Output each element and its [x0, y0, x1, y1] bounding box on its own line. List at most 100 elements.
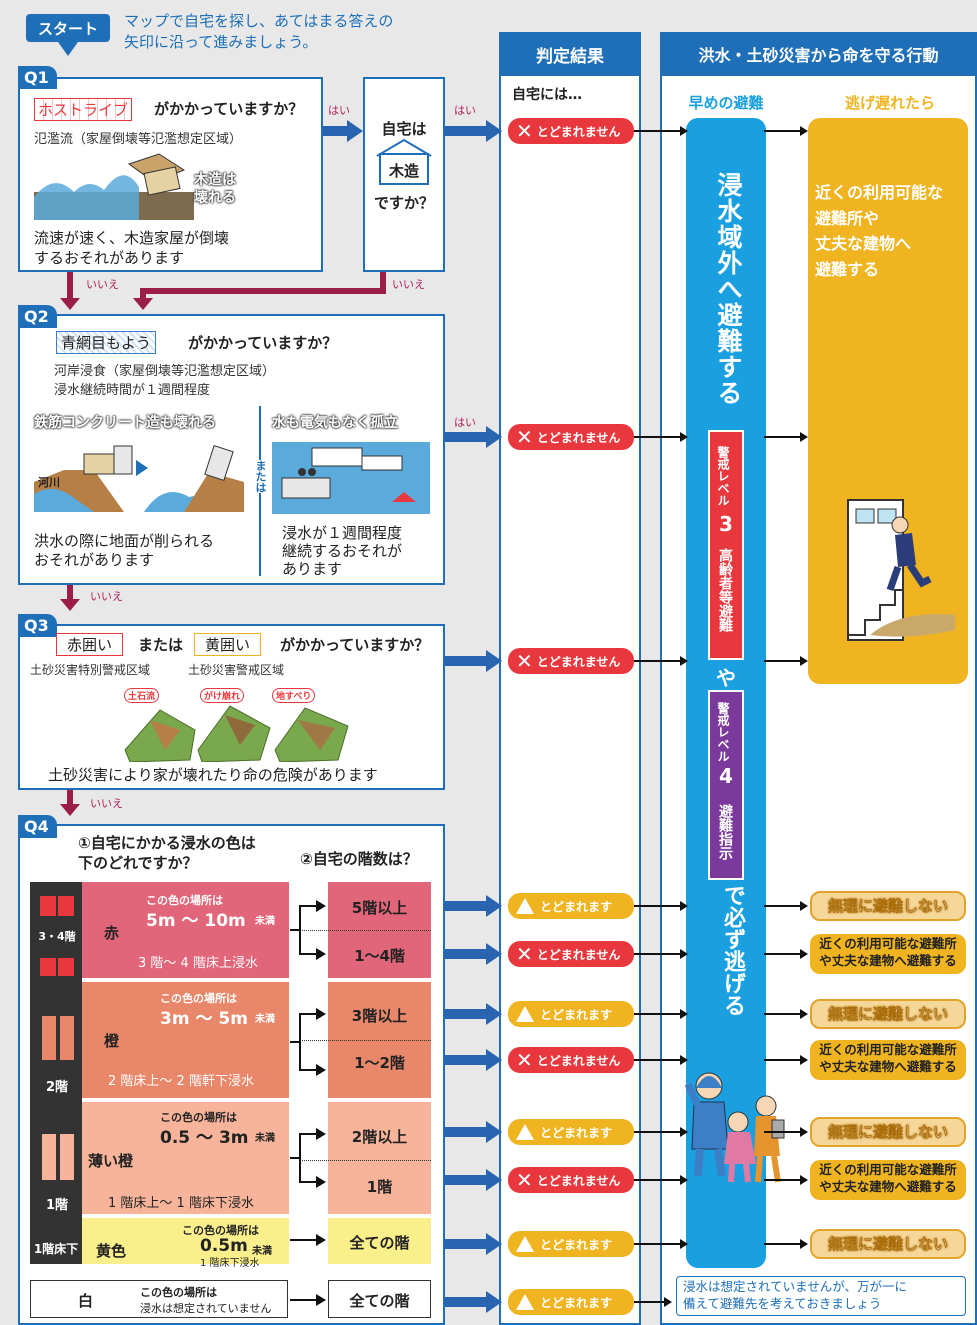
result-white-note: 浸水は想定されていませんが、万が一に 備えて避難先を考えておきましょう [676, 1276, 966, 1316]
q1-side-no-line-v2 [140, 288, 146, 300]
row-white-floor-box [328, 1280, 431, 1318]
q4-arrow-7-head [486, 1233, 502, 1255]
q1-no-arrow-head [60, 298, 80, 310]
row-light-opt2: 1階 [366, 1178, 393, 1196]
q1-side-no-line-h [140, 288, 386, 294]
q2-sub2: 浸水継続時間が１週間程度 [54, 383, 211, 398]
judge-header: 判定結果 [499, 32, 641, 76]
q1-desc: 流速が速く、木造家屋が倒壊 するおそれがあります [34, 229, 230, 268]
row-red-opt2: 1～4階 [354, 947, 405, 965]
row-orange-depth: 3m ～ 5m [160, 1009, 248, 1029]
row-red-note: 3 階～ 4 階床上浸水 [138, 956, 258, 971]
q2-or-label: または [252, 460, 268, 493]
verdict-yellow: とどまれます [508, 1231, 634, 1257]
verdict-text: とどまれます [540, 1007, 613, 1022]
erosion-illustration [34, 445, 244, 512]
q4-arrow-1 [445, 901, 487, 911]
q1-side-no-arrow-head [133, 298, 153, 310]
verdict-text: とどまれません [536, 947, 621, 962]
x-mark-icon: ✕ [516, 1048, 533, 1072]
q2-sub1: 河岸浸食（家屋倒壊等氾濫想定区域） [54, 364, 276, 379]
q1-side-no-label: いいえ [392, 278, 425, 291]
q2-label: Q2 [18, 305, 57, 328]
row-yellow-note: 1 階床下浸水 [200, 1258, 260, 1269]
q2-yes-label: はい [454, 416, 476, 429]
row-red-floors: 3・4階 [38, 930, 76, 943]
level3-label: 警戒レベル [716, 446, 730, 506]
row-white-note: 浸水は想定されていません [140, 1302, 272, 1315]
verdict-to-action-arrows [634, 126, 808, 1307]
q4-arrow-3-head [486, 1003, 502, 1025]
row-yellow-depth: 0.5m [200, 1236, 248, 1256]
building-silhouette [30, 882, 82, 1264]
q2-yes-arrow [445, 432, 487, 442]
row-red-window-4 [58, 958, 74, 976]
q1-side-house: 木造 [388, 162, 419, 180]
verdict-text: とどまれません [536, 430, 621, 445]
level4-number: 4 [719, 764, 733, 788]
row-red-lead: この色の場所は [146, 894, 223, 907]
result-no-forced-2: 無理に避難しない [810, 999, 966, 1029]
q1-no-label: いいえ [86, 278, 119, 291]
verdict-orange-upper: とどまれます [508, 1001, 634, 1027]
triangle-mark-icon [516, 1294, 534, 1310]
row-light-floor-bg [328, 1102, 431, 1214]
q1-side-yes-arrow-head [486, 120, 502, 142]
triangle-mark-icon [516, 898, 534, 914]
q2-right-desc: 浸水が１週間程度 継続するおそれが あります [282, 524, 403, 578]
q1-yes-arrow-head [347, 120, 363, 142]
start-down-arrow [58, 42, 78, 56]
row-yellow-bg [82, 1218, 289, 1264]
q3-no-arrow-head [60, 804, 80, 816]
row-white-opt1: 全ての階 [349, 1292, 410, 1310]
q2-right-title: 水も電気もなく孤立 [272, 415, 398, 431]
q2-yes-arrow-head [486, 426, 502, 448]
row-white-lead: この色の場所は [140, 1286, 217, 1299]
q3-yes-arrow [445, 656, 487, 666]
q4-arrow-8 [445, 1297, 487, 1307]
level3-number: 3 [719, 512, 733, 536]
verdict-text: とどまれます [540, 1295, 613, 1310]
q2-term: 青網目もよう [56, 331, 157, 354]
q4-label: Q4 [18, 815, 57, 838]
children-illustration [684, 1072, 785, 1183]
row-light-note: 1 階床上～ 1 階床下浸水 [108, 1196, 254, 1211]
q1-no-line [67, 272, 73, 300]
row-light-opt1: 2階以上 [351, 1128, 408, 1146]
verdict-text: とどまれません [536, 1173, 621, 1188]
level3-box [708, 430, 744, 660]
early-evac-label: 早めの避難 [688, 94, 764, 112]
row-red-bg [82, 882, 289, 978]
q2-no-label: いいえ [90, 590, 123, 603]
row-red-divider [300, 930, 431, 931]
row-yellow-unit: 未満 [252, 1246, 272, 1257]
q1-yes-arrow [323, 126, 348, 136]
verdict-white: とどまれます [508, 1289, 634, 1315]
row-yellow-opt1: 全ての階 [349, 1234, 410, 1252]
q1-side-question: ですか？ [373, 194, 434, 212]
verdict-red-upper: とどまれます [508, 893, 634, 919]
late-evac-text: 近くの利用可能な 避難所や 丈夫な建物へ 避難する [815, 183, 944, 279]
stairs-person-illustration [847, 499, 955, 641]
q3-term2: 黄囲い [194, 633, 262, 656]
result-no-forced-4: 無理に避難しない [810, 1229, 966, 1259]
row-red-color-name: 赤 [104, 924, 120, 942]
q3-term1: 赤囲い [56, 633, 124, 656]
x-mark-icon: ✕ [516, 1168, 533, 1192]
ya-text: や [716, 666, 736, 690]
level4-label: 警戒レベル [716, 702, 730, 762]
result-evac-near-3: 近くの利用可能な避難所 や丈夫な建物へ避難する [810, 1160, 966, 1200]
isolated-flood-illustration [272, 442, 430, 514]
row-orange-note: 2 階床上～ 2 階軒下浸水 [108, 1074, 254, 1089]
q3-desc: 土砂災害により家が壊れたり命の危険があります [48, 766, 378, 784]
row-orange-opt2: 1～2階 [354, 1054, 405, 1072]
row-orange-bg [82, 982, 289, 1098]
q2-left-desc: 洪水の際に地面が削られる おそれがあります [34, 532, 215, 569]
row-white-box [30, 1280, 288, 1318]
verdict-text: とどまれます [540, 899, 613, 914]
row-light-window-2 [60, 1134, 74, 1180]
verdict-text: とどまれません [536, 654, 621, 669]
q4-color-question: ①自宅にかかる浸水の色は 下のどれですか？ [78, 834, 256, 872]
q3-sub1: 土砂災害特別警戒区域 [30, 663, 151, 677]
row-orange-window-2 [60, 1016, 74, 1060]
